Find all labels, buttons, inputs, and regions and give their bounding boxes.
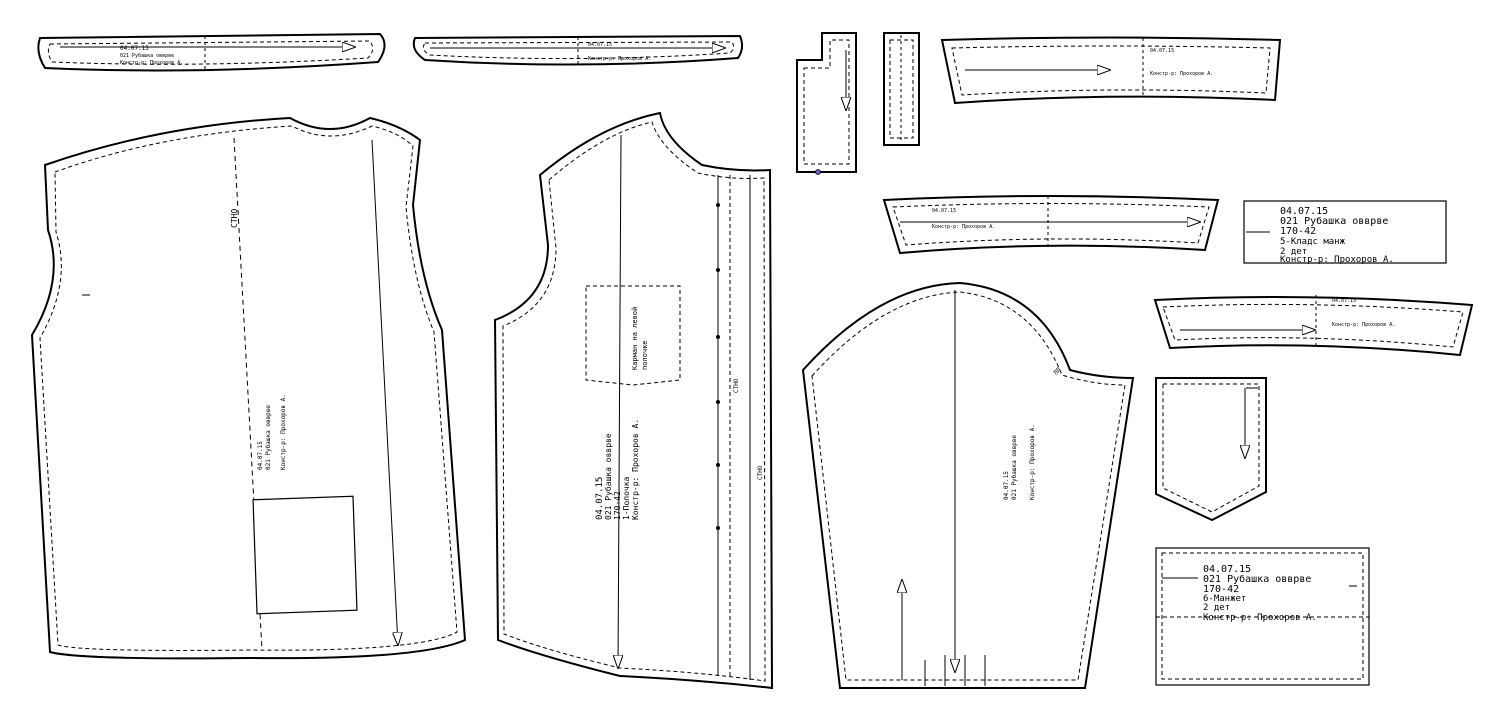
placket-label-piece: 04.07.15 021 Рубашка овврве 170-42 6-Ман… (1155, 547, 1370, 686)
curved-cuff-piece-2: 04.07.15 Констр-р: Прохоров А. (882, 195, 1220, 255)
cuff-label-name: 021 Рубашка овврве (1280, 215, 1388, 227)
placket-designer: Констр-р: Прохоров А. (1203, 613, 1317, 623)
cuff1-code: 04.07.15 (1150, 48, 1174, 54)
placket-size: 170-42 (1203, 584, 1239, 595)
front-designer: Констр-р: Прохоров А. (631, 419, 640, 520)
collar-stand-piece: 04.07.15 021 Рубашка овврве Констр-р: Пр… (37, 32, 386, 72)
curved-cuff-piece-3: 04.07.15 Констр-р: Прохоров А. (1153, 295, 1474, 357)
front-stno-label: СТНО (733, 378, 740, 393)
back-code: 04.07.15 (257, 441, 264, 470)
cuff2-code: 04.07.15 (932, 208, 956, 214)
back-designer: Констр-р: Прохоров А. (280, 394, 287, 470)
collar2-designer: Констр-р: Прохоров А. (588, 56, 651, 62)
pocket-piece (1155, 377, 1267, 522)
cuff-label-designer: Констр-р: Прохоров А. (1280, 255, 1394, 265)
front-stno-label-2: СТНО (757, 465, 764, 480)
collar2-code: 04.07.15 (588, 42, 612, 48)
back-piece: СТНО 04.07.15 021 Рубашка овврве Констр-… (30, 116, 467, 660)
cuff-label-code: 04.07.15 (1280, 206, 1328, 217)
placket-code: 04.07.15 (1203, 564, 1251, 575)
front-piece-label: 1-Полочка (622, 476, 631, 520)
cuff3-designer: Констр-р: Прохоров А. (1332, 322, 1395, 328)
cuff-label-size: 170-42 (1280, 226, 1316, 237)
front-piece: Карман на левой полочке 04.07.15 021 Руб… (493, 111, 774, 690)
front-name: 021 Рубашка овврве (603, 433, 613, 520)
cuff1-designer: Констр-р: Прохоров А. (1150, 71, 1213, 77)
cuff3-code: 04.07.15 (1332, 298, 1356, 304)
back-grain-label: СТНО (230, 209, 239, 228)
curved-cuff-piece-1: 04.07.15 Констр-р: Прохоров А. (940, 36, 1282, 105)
collar1-name: 021 Рубашка овврве (120, 52, 174, 59)
collar1-designer: Констр-р: Прохоров А. (120, 60, 183, 66)
sleeve-placket-strip-2 (883, 32, 920, 146)
back-name: 021 Рубашка овврве (265, 405, 272, 470)
sleeve-piece: ЛЛ 04.07.15 021 Рубашка овврве Констр-р:… (801, 281, 1135, 689)
cuff2-designer: Констр-р: Прохоров А. (932, 224, 995, 230)
placket-line3: 6-Манжет (1203, 594, 1246, 604)
cuff-label-line4: 2 дет (1280, 247, 1307, 257)
sleeve-code: 04.07.15 (1003, 471, 1010, 500)
placket-line4: 2 дет (1203, 603, 1230, 613)
sleeve-label: ЛЛ (1052, 366, 1062, 376)
collar1-code: 04.07.15 (120, 45, 149, 52)
cuff-label-piece: 04.07.15 021 Рубашка овврве 170-42 5-Кла… (1243, 200, 1447, 265)
front-size: 170-42 (613, 491, 622, 520)
sleeve-placket-strip-1 (796, 32, 857, 175)
sleeve-name: 021 Рубашка овврве (1011, 435, 1018, 500)
placket-name: 021 Рубашка овврве (1203, 573, 1311, 585)
front-pocket-note-2: полочке (641, 340, 649, 370)
front-code: 04.07.15 (595, 477, 605, 520)
sleeve-designer: Констр-р: Прохоров А. (1029, 424, 1036, 500)
cuff-label-line3: 5-Кладс манж (1280, 237, 1346, 247)
front-pocket-note-1: Карман на левой (631, 307, 639, 370)
collar-band-piece: 04.07.15 Констр-р: Прохоров А. (412, 34, 744, 66)
